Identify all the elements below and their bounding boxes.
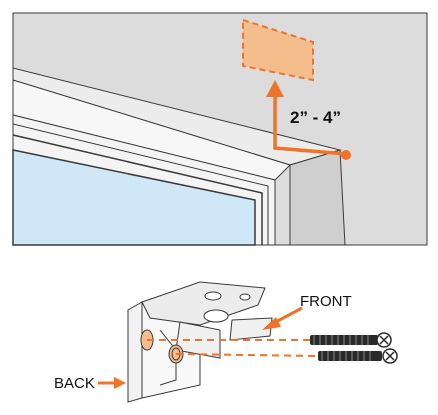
- bracket-edge: [159, 329, 177, 386]
- screw-icon: [318, 348, 398, 364]
- sash-line-inner: [12, 134, 263, 245]
- bracket-mount-hole: [204, 291, 222, 301]
- sash-line: [12, 123, 269, 245]
- back-label: BACK: [54, 375, 95, 392]
- mounting-template: [242, 18, 314, 82]
- corner-dot: [341, 150, 351, 160]
- bracket-slot: [239, 293, 251, 301]
- window-illustration: 2” - 4”: [12, 12, 428, 246]
- screw-icon: [310, 332, 392, 348]
- bracket-center-hole: [203, 309, 229, 323]
- back-arrow-head-icon: [114, 377, 126, 389]
- window-glass: [12, 149, 256, 246]
- bracket-back-plate: [127, 301, 143, 403]
- front-arrow-head-icon: [262, 317, 281, 330]
- arrow-head-up-icon: [266, 80, 284, 97]
- front-label: FRONT: [300, 293, 352, 310]
- bracket-clip-tab: [229, 317, 273, 341]
- bracket-top-plate: [141, 281, 266, 326]
- frame-side-face: [289, 149, 346, 246]
- measurement-label: 2” - 4”: [290, 108, 341, 127]
- bracket-illustration: FRONT BACK: [54, 281, 398, 403]
- measurement-line: [273, 95, 347, 156]
